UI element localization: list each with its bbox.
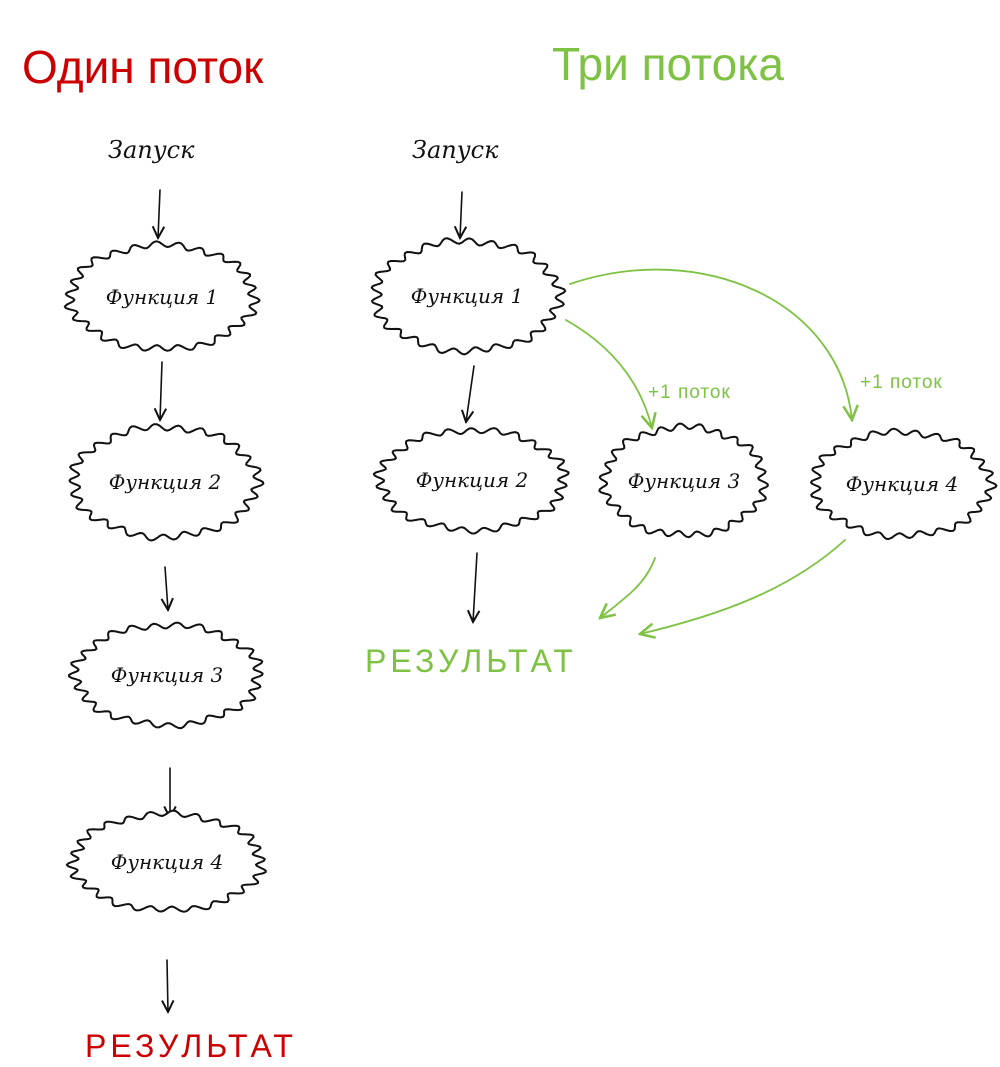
three-arrow-f2-result bbox=[473, 552, 477, 622]
single-arrow-f2-f3 bbox=[165, 566, 168, 610]
three-function-2-blob bbox=[372, 427, 570, 535]
single-thread-title: Один поток bbox=[22, 41, 264, 93]
thread-note-1: +1 поток bbox=[648, 382, 731, 403]
single-function-3-label: Функция 3 bbox=[111, 663, 223, 687]
single-arrow-f1-f2 bbox=[160, 361, 162, 420]
three-function-2-label: Функция 2 bbox=[416, 468, 528, 492]
single-function-1-label: Функция 1 bbox=[106, 285, 218, 309]
three-function-1-label: Функция 1 bbox=[411, 284, 523, 308]
three-function-4-blob bbox=[810, 427, 998, 540]
three-result-label: РЕЗУЛЬТАТ bbox=[365, 643, 577, 679]
three-function-3-blob bbox=[598, 422, 769, 539]
single-result-label: РЕЗУЛЬТАТ bbox=[85, 1028, 297, 1064]
thread-note-2: +1 поток bbox=[860, 372, 943, 393]
three-function-3-label: Функция 3 bbox=[628, 469, 740, 493]
spawn-arrow-f1-f4 bbox=[569, 268, 852, 420]
three-function-1-blob bbox=[370, 237, 567, 356]
single-function-2-label: Функция 2 bbox=[109, 470, 221, 494]
single-function-4-label: Функция 4 bbox=[111, 850, 223, 874]
three-arrow-f1-f2 bbox=[466, 365, 475, 422]
single-function-3-blob bbox=[68, 621, 264, 730]
single-function-2-blob bbox=[68, 423, 265, 542]
single-arrow-start-f1 bbox=[158, 189, 160, 238]
three-function-4-label: Функция 4 bbox=[846, 472, 958, 496]
spawn-arrow-f1-f3 bbox=[565, 319, 652, 428]
three-start-label: Запуск bbox=[412, 136, 499, 164]
single-function-1-blob bbox=[63, 240, 261, 352]
join-arrow-f4-result bbox=[640, 539, 846, 634]
join-arrow-f3-result bbox=[600, 557, 656, 618]
three-arrow-start-f1 bbox=[460, 191, 462, 238]
three-threads-title: Три потока bbox=[552, 38, 784, 90]
single-arrow-f4-result bbox=[167, 959, 168, 1012]
single-function-4-blob bbox=[65, 809, 267, 913]
single-start-label: Запуск bbox=[108, 136, 195, 164]
